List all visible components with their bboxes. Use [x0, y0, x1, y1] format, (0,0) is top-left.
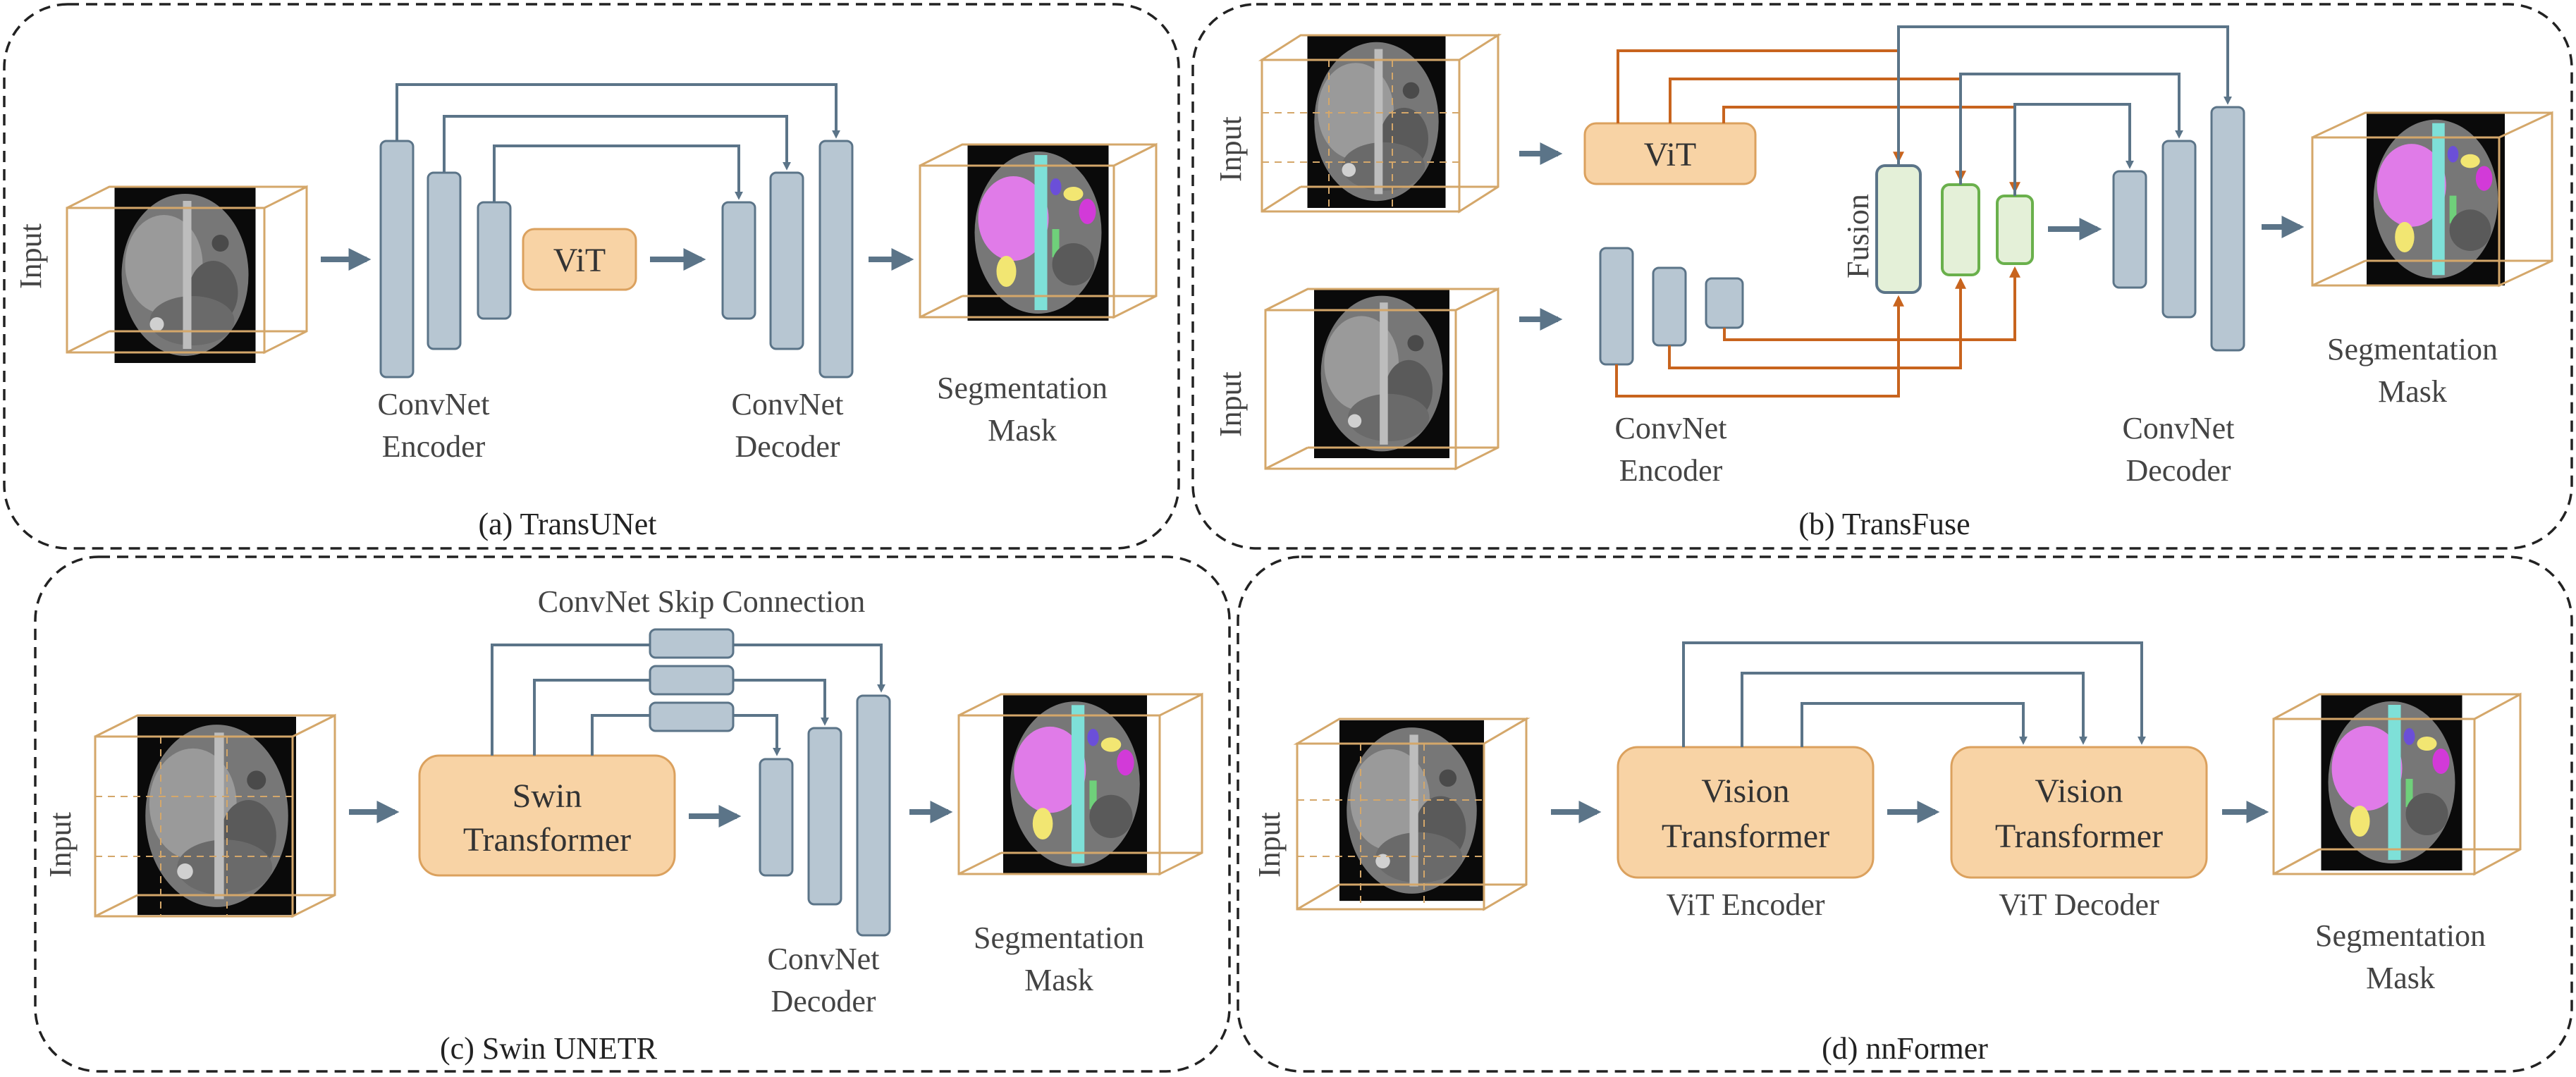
vit-decoder-box-line-1: Vision — [2035, 773, 2123, 810]
input-volume-icon — [94, 713, 336, 918]
skip-connection-label: ConvNet Skip Connection — [538, 584, 865, 619]
skip-block-2 — [649, 665, 735, 696]
panel-a-border — [3, 3, 1180, 550]
panel-d: Input Vision Transformer Vision Transfor… — [1252, 641, 2522, 1066]
encoder-label-line-1: ConvNet — [1615, 411, 1727, 445]
encoder-label-line-1: ConvNet — [378, 387, 490, 421]
input-volume-icon — [66, 185, 308, 363]
vit-decoder-box — [1950, 746, 2208, 879]
fusion-block-3 — [1996, 195, 2034, 265]
decoder-label-line-2: Decoder — [771, 984, 876, 1018]
fusion-skip-2 — [1959, 73, 2183, 185]
decoder-block-3 — [818, 140, 854, 379]
swin-label-line-1: Swin — [513, 777, 582, 815]
encoder-block-2 — [427, 171, 462, 350]
vit-encoder-box — [1617, 746, 1875, 879]
vit-encoder-label: ViT Encoder — [1666, 887, 1824, 922]
input-volume-bottom-icon — [1264, 287, 1499, 471]
vit-encoder-box-line-1: Vision — [1701, 773, 1789, 810]
swin-transformer-box — [418, 754, 676, 877]
encoder-label-line-2: Encoder — [1619, 453, 1723, 488]
skip-connection-1 — [1682, 641, 2146, 747]
skip-connection-3 — [493, 144, 743, 202]
skip-connection-1 — [395, 83, 840, 141]
encoder-block-1 — [1599, 247, 1634, 366]
decoder-block-1 — [721, 201, 756, 320]
skip-connection-3 — [1801, 702, 2028, 747]
input-label: Input — [1252, 812, 1287, 878]
caption-c: (c) Swin UNETR — [440, 1031, 658, 1066]
encoder-block-1 — [379, 140, 415, 379]
vit-to-fusion-3 — [1722, 106, 2020, 194]
decoder-label-line-1: ConvNet — [2123, 411, 2235, 445]
decoder-block-2 — [2161, 140, 2197, 319]
swin-label-line-2: Transformer — [463, 821, 631, 858]
decoder-block-2 — [769, 171, 804, 350]
output-label-line-1: Segmentation — [974, 921, 1144, 955]
segmentation-mask-icon — [919, 142, 1158, 321]
output-label-line-1: Segmentation — [2327, 332, 2498, 367]
skip-block-1 — [649, 628, 735, 659]
decoder-label-line-1: ConvNet — [732, 387, 844, 421]
fusion-block-2 — [1941, 183, 1980, 276]
output-label-line-2: Mask — [1024, 963, 1093, 997]
skip-connection-2 — [1741, 672, 2087, 747]
encoder-to-fusion-3 — [1723, 266, 2020, 341]
segmentation-mask-icon — [2272, 692, 2522, 876]
fusion-skip-1 — [1897, 25, 2232, 166]
panel-b: Input ViT Input — [1213, 25, 2553, 541]
fusion-label: Fusion — [1841, 194, 1875, 278]
panel-a: Input ViT — [13, 83, 1158, 541]
output-label-line-2: Mask — [988, 413, 1057, 448]
encoder-to-fusion-2 — [1668, 277, 1966, 369]
encoder-label-line-2: Encoder — [382, 429, 486, 464]
decoder-block-1 — [759, 758, 794, 877]
encoder-to-fusion-1 — [1615, 295, 1904, 398]
vit-decoder-label: ViT Decoder — [1999, 887, 2159, 922]
output-label-line-2: Mask — [2366, 961, 2435, 995]
fusion-skip-3 — [2013, 103, 2134, 196]
encoder-block-3 — [1705, 277, 1744, 329]
decoder-block-3 — [856, 694, 891, 937]
caption-b: (b) TransFuse — [1798, 507, 1970, 541]
input-volume-top-icon — [1258, 33, 1502, 214]
fusion-block-1 — [1875, 164, 1922, 294]
decoder-label-line-2: Decoder — [735, 429, 840, 464]
caption-d: (d) nnFormer — [1822, 1031, 1988, 1066]
vit-box — [522, 228, 637, 291]
output-label-line-1: Segmentation — [937, 371, 1108, 405]
decoder-block-1 — [2112, 170, 2147, 289]
decoder-block-3 — [2210, 106, 2245, 352]
input-label: Input — [43, 812, 78, 878]
encoder-block-2 — [1652, 266, 1687, 347]
input-label-bottom: Input — [1213, 371, 1248, 437]
vit-label: ViT — [1644, 136, 1696, 173]
output-label-line-1: Segmentation — [2315, 918, 2486, 953]
vit-label: ViT — [553, 242, 606, 279]
caption-a: (a) TransUNet — [479, 507, 657, 541]
input-label-top: Input — [1213, 116, 1248, 182]
skip-connection-2 — [443, 115, 791, 173]
vit-encoder-box-line-2: Transformer — [1662, 818, 1829, 855]
panel-c-border — [34, 555, 1231, 1073]
decoder-block-2 — [807, 727, 842, 906]
segmentation-mask-icon — [957, 692, 1203, 876]
panel-c: Input Swin Transformer ConvNet Skip Conn… — [43, 584, 1203, 1066]
vit-decoder-box-line-2: Transformer — [1995, 818, 2163, 855]
encoder-block-3 — [477, 201, 512, 320]
segmentation-mask-icon — [2311, 111, 2553, 288]
decoder-label-line-2: Decoder — [2126, 453, 2231, 488]
input-label: Input — [13, 223, 48, 289]
panel-b-border — [1191, 3, 2573, 550]
output-label-line-2: Mask — [2378, 374, 2447, 409]
decoder-label-line-1: ConvNet — [768, 942, 880, 976]
input-volume-icon — [1293, 717, 1531, 911]
skip-block-3 — [649, 701, 735, 732]
